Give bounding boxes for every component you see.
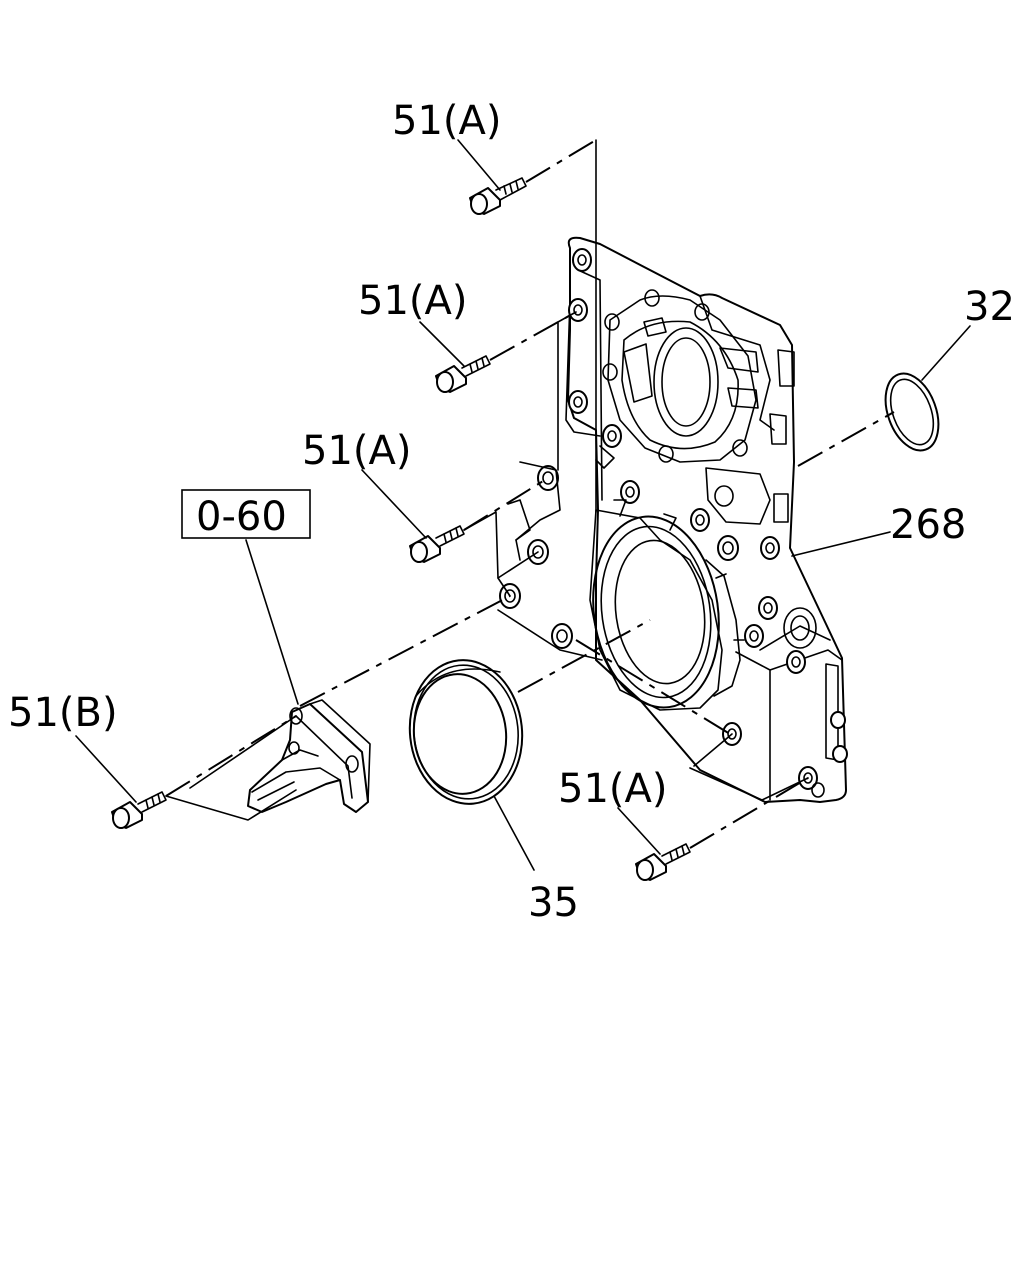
bolt-51a-lower-right[interactable]	[635, 843, 691, 881]
callout-51a-upper: 51(A)	[358, 278, 467, 324]
leader-lines	[75, 139, 971, 871]
reference-box[interactable]: 0-60	[181, 489, 311, 540]
reference-box-label: 0-60	[196, 494, 287, 540]
callout-51a-lower-right: 51(A)	[558, 766, 667, 812]
bolt-51a-upper[interactable]	[435, 355, 491, 393]
callout-268: 268	[890, 502, 966, 548]
left-mounting-bosses	[497, 445, 615, 661]
o-ring-part[interactable]	[876, 366, 948, 458]
callout-51b-bracket: 51(B)	[8, 690, 118, 736]
bolt-51a-middle[interactable]	[409, 525, 465, 563]
bracket-part[interactable]	[247, 699, 371, 813]
assembly-lines	[165, 139, 809, 821]
callout-51a-top: 51(A)	[392, 98, 501, 144]
callout-51a-middle: 51(A)	[302, 428, 411, 474]
bolt-51b-bracket[interactable]	[111, 791, 167, 829]
center-lines	[165, 139, 895, 849]
callout-35: 35	[528, 880, 579, 926]
timing-cover-part[interactable]	[565, 236, 848, 803]
oil-seal-part[interactable]	[403, 655, 529, 810]
bolt-51a-top[interactable]	[469, 177, 527, 215]
callout-32: 32	[964, 284, 1015, 330]
